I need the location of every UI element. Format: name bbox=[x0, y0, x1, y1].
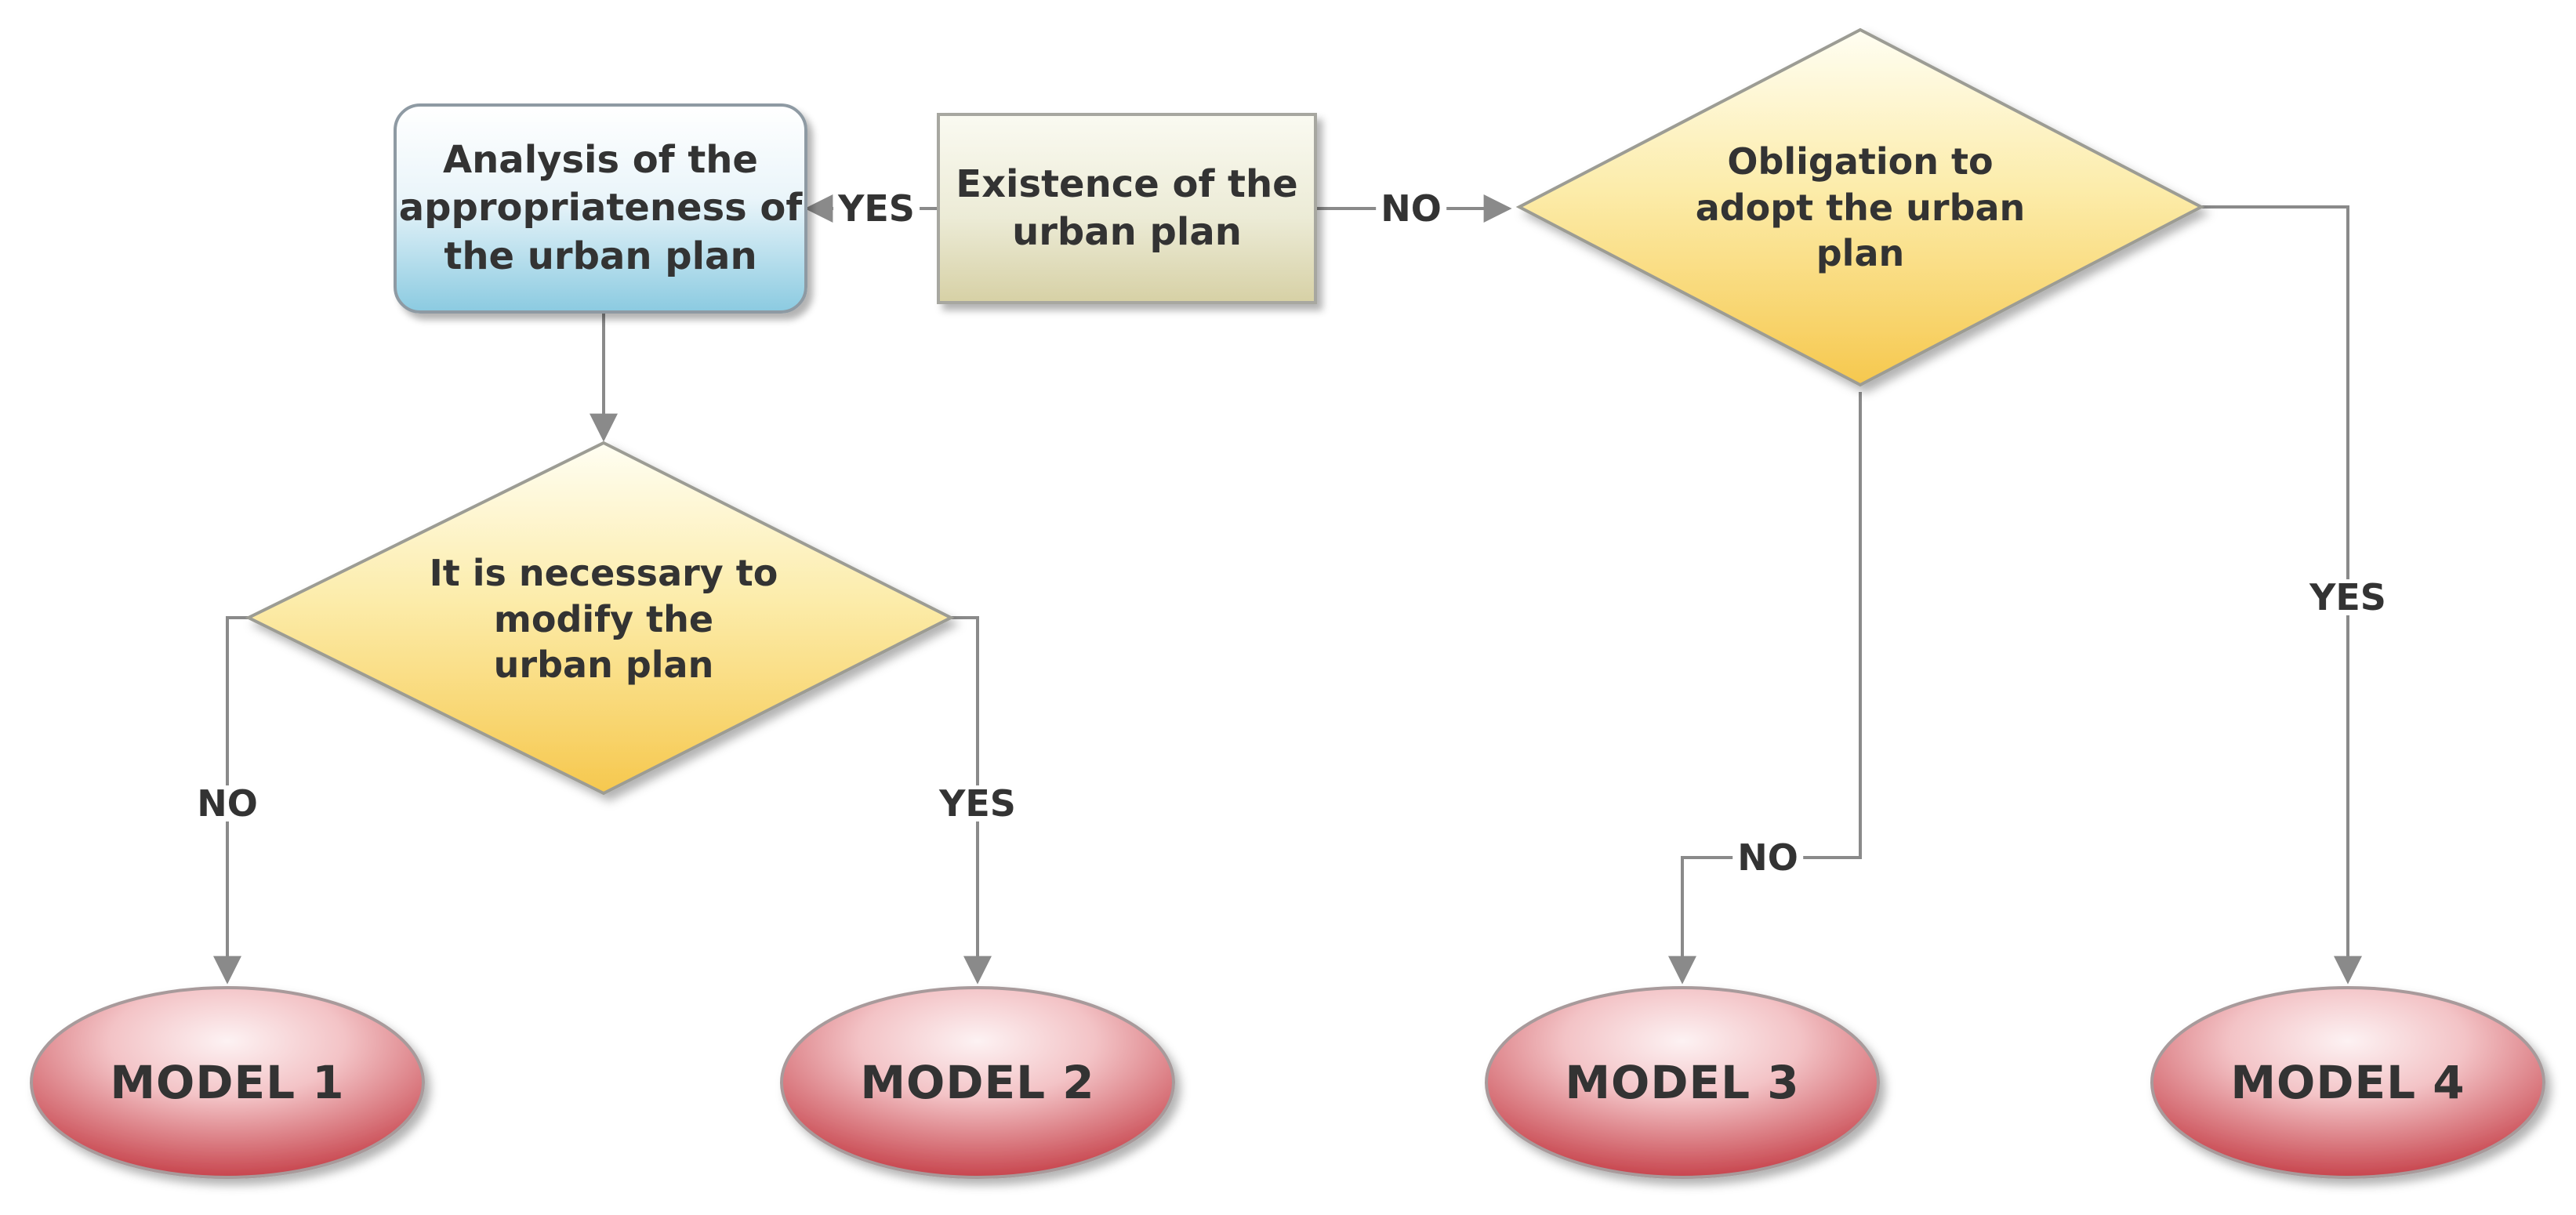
model1-shape bbox=[30, 986, 425, 1179]
decision-obligation-shape bbox=[1515, 27, 2205, 387]
model2-text: MODEL 2 bbox=[860, 1055, 1095, 1109]
obligation-label-box: Obligation to adopt the urban plan bbox=[1664, 102, 2056, 314]
model1-label-box: MODEL 1 bbox=[31, 988, 423, 1177]
edge-obligation-to-model4 bbox=[2201, 205, 2362, 985]
analysis-box: Analysis of the appropriateness of the u… bbox=[394, 103, 807, 314]
model4-shape bbox=[2150, 986, 2545, 1179]
model3-shape bbox=[1485, 986, 1880, 1179]
edge-label-necessary-yes: YES bbox=[934, 785, 1021, 821]
model3-label-box: MODEL 3 bbox=[1486, 988, 1878, 1177]
model2-label-box: MODEL 2 bbox=[782, 988, 1174, 1177]
edge-label-obligation-yes: YES bbox=[2305, 579, 2391, 615]
necessary-text: It is necessary to modify the urban plan bbox=[429, 551, 778, 687]
existence-box: Existence of the urban plan bbox=[937, 113, 1317, 304]
edge-label-existence-no: NO bbox=[1376, 190, 1446, 227]
model2-shape bbox=[780, 986, 1175, 1179]
edge-obligation-to-model3 bbox=[1668, 392, 1862, 985]
edge-necessary-to-model2 bbox=[951, 616, 992, 985]
necessary-label-box: It is necessary to modify the urban plan bbox=[392, 513, 815, 725]
edge-label-existence-yes: YES bbox=[833, 190, 920, 227]
model3-text: MODEL 3 bbox=[1565, 1055, 1800, 1109]
analysis-text: Analysis of the appropriateness of the u… bbox=[398, 137, 803, 278]
model4-label-box: MODEL 4 bbox=[2152, 988, 2544, 1177]
model4-text: MODEL 4 bbox=[2230, 1055, 2465, 1109]
edge-label-obligation-no: NO bbox=[1732, 840, 1803, 876]
existence-text: Existence of the urban plan bbox=[956, 161, 1298, 254]
model1-text: MODEL 1 bbox=[110, 1055, 345, 1109]
decision-necessary-shape bbox=[245, 441, 955, 796]
obligation-text: Obligation to adopt the urban plan bbox=[1695, 140, 2026, 275]
edge-label-necessary-no: NO bbox=[192, 785, 263, 821]
edge-necessary-to-model1 bbox=[213, 616, 249, 985]
